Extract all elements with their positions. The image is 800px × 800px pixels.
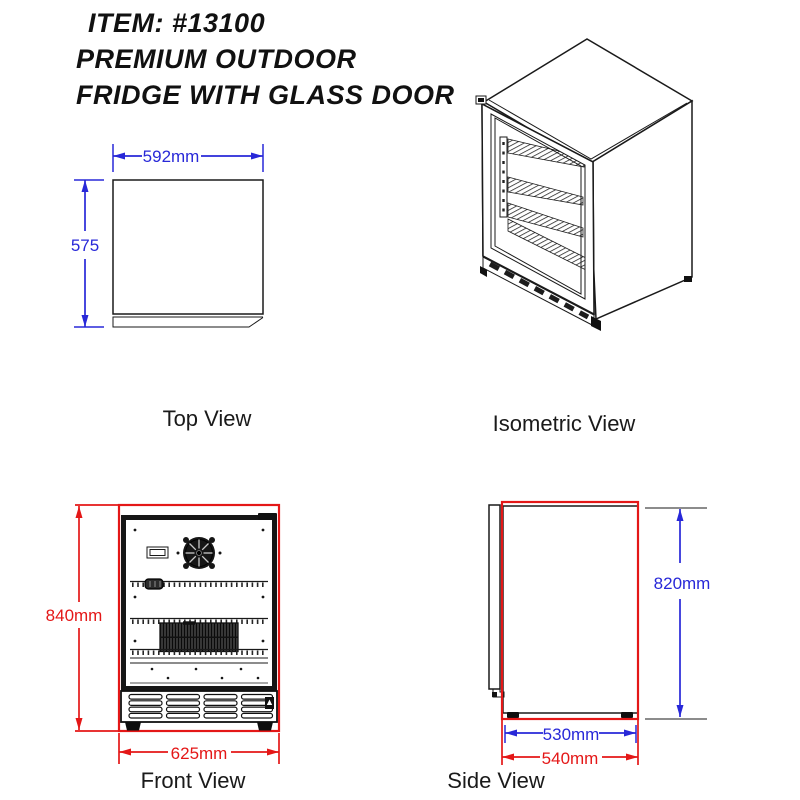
front-view-caption: Front View (140, 768, 246, 793)
side-view-drawing: 820mm 530mm 540mm (488, 500, 711, 768)
title-block: ITEM: #13100 PREMIUM OUTDOOR FRIDGE WITH… (76, 5, 455, 113)
front-view-drawing: 840mm 625mm (46, 503, 281, 764)
top-view-width-label: 592mm (143, 147, 200, 166)
side-view-body-depth-label: 530mm (543, 725, 600, 744)
title-line-2: PREMIUM OUTDOOR (76, 44, 357, 74)
title-line-3: FRIDGE WITH GLASS DOOR (76, 80, 455, 110)
front-view-width-dimension: 625mm (118, 733, 280, 764)
side-view-caption: Side View (447, 768, 545, 793)
top-view-depth-dimension: 575 (71, 179, 104, 328)
isometric-shelves (507, 138, 589, 272)
side-view-height-label: 820mm (654, 574, 711, 593)
isometric-view-drawing (475, 38, 694, 331)
top-view-width-dimension: 592mm (112, 144, 264, 172)
vent-grille (120, 690, 278, 723)
isometric-view-caption: Isometric View (492, 411, 636, 436)
item-number: ITEM: #13100 (88, 8, 266, 38)
top-view-depth-label: 575 (71, 236, 99, 255)
fan (183, 537, 215, 569)
front-view-height-dimension: 840mm (46, 504, 119, 732)
side-view-height-dimension: 820mm (654, 509, 711, 717)
front-view-width-label: 625mm (171, 744, 228, 763)
side-view-overall-depth-dimension: 540mm (501, 719, 639, 768)
front-view-height-label: 840mm (46, 606, 103, 625)
top-view-drawing: 592mm 575 (71, 144, 264, 328)
side-view-overall-depth-label: 540mm (542, 749, 599, 768)
top-view-caption: Top View (162, 406, 252, 431)
side-view-body-depth-dimension: 530mm (504, 725, 637, 744)
